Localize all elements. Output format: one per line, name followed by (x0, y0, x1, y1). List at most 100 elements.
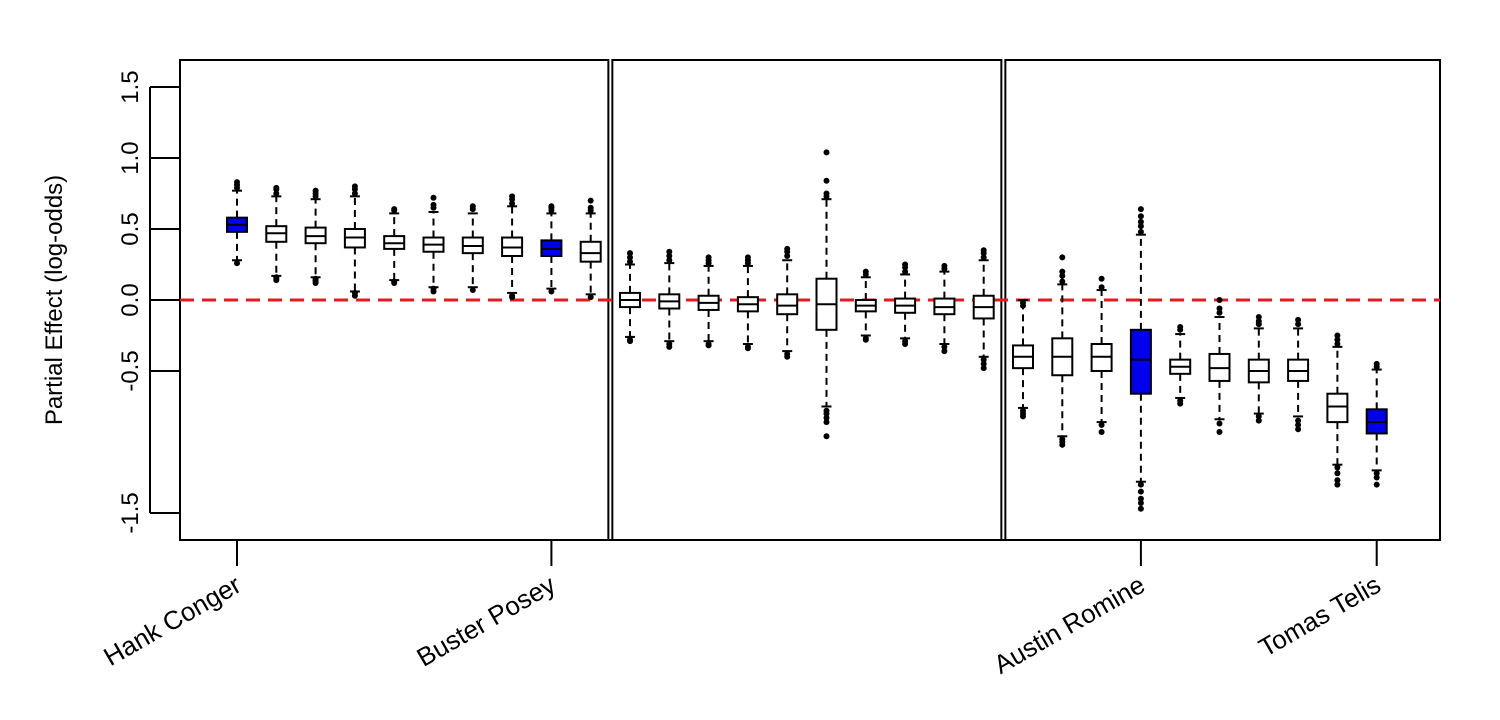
outlier-point (980, 365, 987, 372)
outlier-point (312, 187, 319, 194)
outlier-point (784, 245, 791, 252)
y-tick-label: 0.0 (117, 283, 144, 316)
outlier-point (1334, 470, 1341, 477)
y-axis-title: Partial Effect (log-odds) (41, 175, 68, 425)
outlier-point (1255, 314, 1262, 321)
outlier-point (273, 274, 280, 281)
outlier-point (823, 414, 830, 421)
y-tick-label: 1.5 (117, 70, 144, 103)
outlier-point (1334, 341, 1341, 348)
outlier-point (1216, 305, 1223, 312)
outlier-point (273, 190, 280, 197)
outlier-point (587, 294, 594, 301)
outlier-point (823, 177, 830, 184)
outlier-point (273, 184, 280, 191)
outlier-point (351, 289, 358, 296)
outlier-point (666, 248, 673, 255)
outlier-point (430, 201, 437, 208)
box-22 (1051, 254, 1074, 448)
outlier-point (941, 348, 948, 355)
outlier-point (1059, 254, 1066, 261)
outlier-point (509, 193, 516, 200)
outlier-point (1059, 268, 1066, 275)
box-9 (540, 203, 563, 295)
box-18 (894, 261, 917, 348)
box-27 (1247, 314, 1270, 424)
outlier-point (1059, 272, 1066, 279)
highlighted-box (1129, 328, 1152, 395)
box-14 (736, 254, 759, 352)
outlier-point (1137, 488, 1144, 495)
outlier-point (744, 345, 751, 352)
outlier-point (862, 268, 869, 275)
outlier-point (391, 278, 398, 285)
box-30 (1365, 360, 1388, 488)
outlier-point (509, 292, 516, 299)
outlier-point (1255, 413, 1262, 420)
outlier-point (1373, 360, 1380, 367)
outlier-point (430, 194, 437, 201)
outlier-point (1255, 417, 1262, 424)
outlier-point (666, 343, 673, 350)
box-1 (226, 179, 248, 267)
outlier-point (705, 254, 712, 261)
outlier-point (587, 197, 594, 204)
outlier-point (1059, 278, 1066, 285)
outlier-point (391, 206, 398, 213)
outlier-point (1334, 332, 1341, 339)
outlier-point (1216, 420, 1223, 427)
outlier-point (469, 287, 476, 294)
outlier-point (980, 356, 987, 363)
outlier-point (823, 190, 830, 197)
outlier-point (1137, 500, 1144, 507)
outlier-point (862, 336, 869, 343)
box-29 (1326, 332, 1349, 488)
outlier-point (823, 410, 830, 417)
outlier-point (705, 342, 712, 349)
box-19 (933, 262, 956, 355)
outlier-point (1373, 470, 1380, 477)
outlier-point (234, 179, 240, 186)
box-23 (1090, 275, 1113, 436)
box-16 (815, 149, 838, 440)
box-24 (1129, 206, 1152, 512)
outlier-point (430, 285, 437, 292)
outlier-point (1216, 309, 1223, 316)
box-11 (619, 250, 641, 345)
outlier-point (1334, 336, 1341, 343)
outlier-point (1137, 223, 1144, 230)
box-4 (343, 183, 366, 299)
outlier-point (1295, 426, 1302, 433)
outlier-point (941, 343, 948, 350)
x-tick-label: Tomas Telis (1253, 569, 1385, 663)
box-10 (579, 197, 602, 301)
outlier-point (1020, 413, 1026, 420)
outlier-point (1059, 441, 1066, 448)
box-7 (461, 203, 484, 294)
y-tick-label: -1.5 (117, 492, 144, 533)
outlier-point (1137, 505, 1144, 512)
outlier-point (666, 252, 673, 259)
outlier-point (1255, 318, 1262, 325)
box-5 (383, 206, 406, 286)
outlier-point (1020, 302, 1026, 309)
outlier-point (1334, 481, 1341, 488)
box-rect (1326, 392, 1349, 424)
outlier-point (1177, 400, 1184, 407)
outlier-point (1137, 218, 1144, 225)
x-tick-label: Hank Conger (98, 569, 246, 672)
outlier-point (469, 203, 476, 210)
y-tick-label: -0.5 (117, 350, 144, 391)
outlier-point (902, 341, 909, 348)
outlier-point (627, 258, 633, 265)
outlier-point (1098, 429, 1105, 436)
box-series (226, 149, 1388, 512)
box-13 (697, 254, 720, 349)
outlier-point (1295, 321, 1302, 328)
outlier-point (666, 257, 673, 264)
outlier-point (980, 254, 987, 261)
outlier-point (1295, 417, 1302, 424)
box-28 (1287, 316, 1310, 433)
y-tick-label: 1.0 (117, 141, 144, 174)
outlier-point (312, 275, 319, 282)
